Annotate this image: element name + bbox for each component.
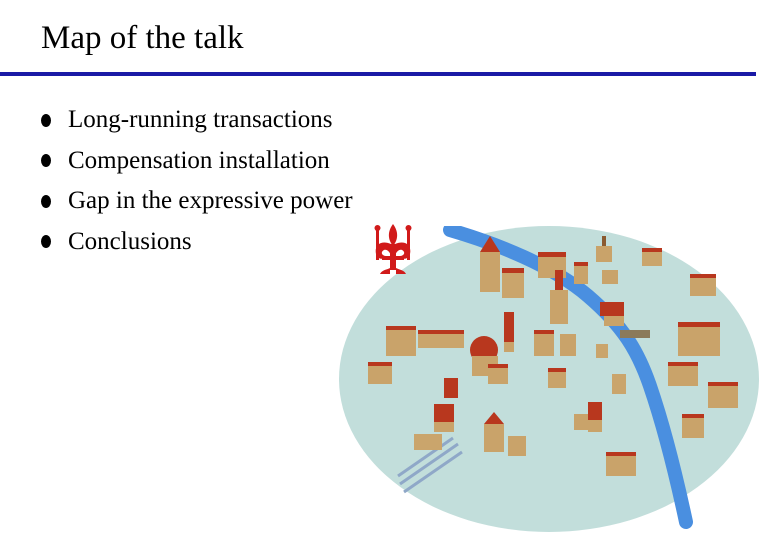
florence-map-illustration [339, 226, 759, 532]
bullet-text: Gap in the expressive power [68, 187, 353, 215]
title-divider [0, 72, 756, 76]
building [668, 362, 698, 386]
building [600, 302, 624, 326]
building [414, 434, 442, 450]
building [386, 326, 416, 356]
buildings [368, 236, 738, 476]
building [642, 248, 662, 266]
building [620, 330, 650, 338]
canal-lines [397, 436, 463, 494]
building [488, 364, 508, 384]
bullet-text: Long-running transactions [68, 106, 333, 134]
bullet-text: Compensation installation [68, 146, 330, 174]
building [534, 330, 554, 356]
slide-title: Map of the talk [41, 20, 244, 56]
building [690, 274, 716, 296]
building [502, 268, 524, 298]
fleur-de-lis-icon [374, 224, 412, 274]
building [504, 312, 514, 352]
building [596, 236, 612, 262]
building [480, 236, 500, 292]
bullet-text: Conclusions [68, 227, 192, 255]
building [708, 382, 738, 408]
bullet-item: Compensation installation [40, 141, 353, 182]
bullet-dot-icon [41, 194, 51, 208]
building [434, 404, 454, 432]
building [596, 344, 608, 358]
building [418, 330, 464, 348]
building [368, 362, 392, 384]
building [682, 414, 704, 438]
bullet-item: Gap in the expressive power [40, 181, 353, 222]
building [548, 368, 566, 388]
building [606, 452, 636, 476]
bullet-dot-icon [41, 154, 51, 168]
bullet-dot-icon [41, 113, 51, 127]
bullet-item: Long-running transactions [40, 100, 353, 141]
bullet-item: Conclusions [40, 222, 353, 263]
building [574, 414, 588, 430]
building [484, 412, 504, 452]
bullet-list: Long-running transactions Compensation i… [40, 100, 353, 262]
building [678, 322, 720, 356]
building [602, 270, 618, 284]
building [612, 374, 626, 394]
building [574, 262, 588, 284]
building [588, 402, 602, 432]
building [550, 270, 568, 324]
building [444, 378, 458, 398]
bullet-dot-icon [41, 235, 51, 249]
building [508, 436, 526, 456]
building [560, 334, 576, 356]
